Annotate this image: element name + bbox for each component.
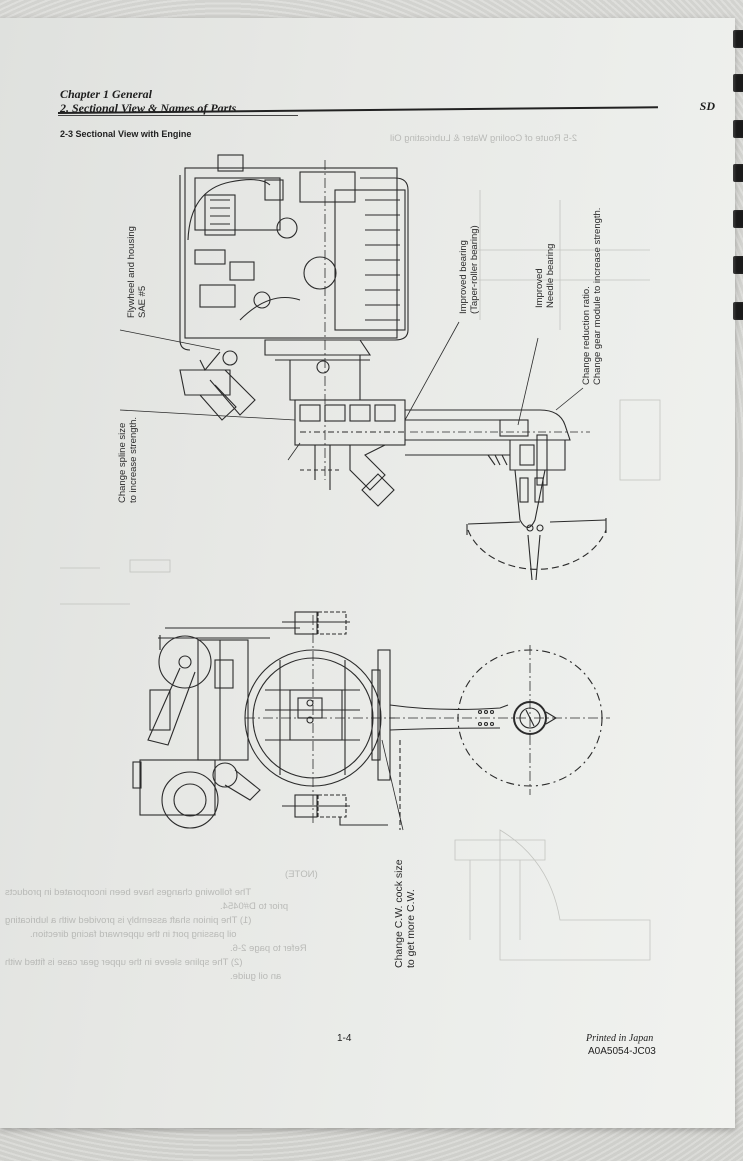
page-number: 1-4	[337, 1033, 352, 1044]
section-title: 2. Sectional View & Names of Parts	[60, 101, 237, 115]
document-code: A0A5054-JC03	[588, 1046, 656, 1057]
callout-taper-bearing: Improved bearing (Taper-roller bearing)	[458, 225, 480, 314]
callout-spline: Change spline size to increase strength.	[117, 416, 139, 503]
chapter-title: Chapter 1 General	[60, 87, 153, 101]
engine-side-view	[119, 154, 409, 507]
engine-top-view	[132, 611, 610, 831]
spiral-binding	[729, 30, 743, 430]
manual-page	[0, 18, 735, 1128]
header-rule-secondary	[58, 115, 298, 116]
bleed-through-drawing	[60, 190, 661, 961]
callout-needle-bearing: Improved Needle bearing	[534, 243, 556, 308]
subsection-title: 2-3 Sectional View with Engine	[60, 129, 192, 139]
outdrive-side-view	[404, 321, 607, 581]
callout-reduction-ratio: Change reduction ratio. Change gear modu…	[581, 207, 603, 385]
model-code: SD	[699, 99, 715, 113]
callout-flywheel: Flywheel and housing SAE #5	[126, 226, 148, 318]
callout-cw-cock: Change C.W. cock size to get more C.W.	[393, 859, 417, 968]
printed-in: Printed in Japan	[586, 1033, 654, 1044]
